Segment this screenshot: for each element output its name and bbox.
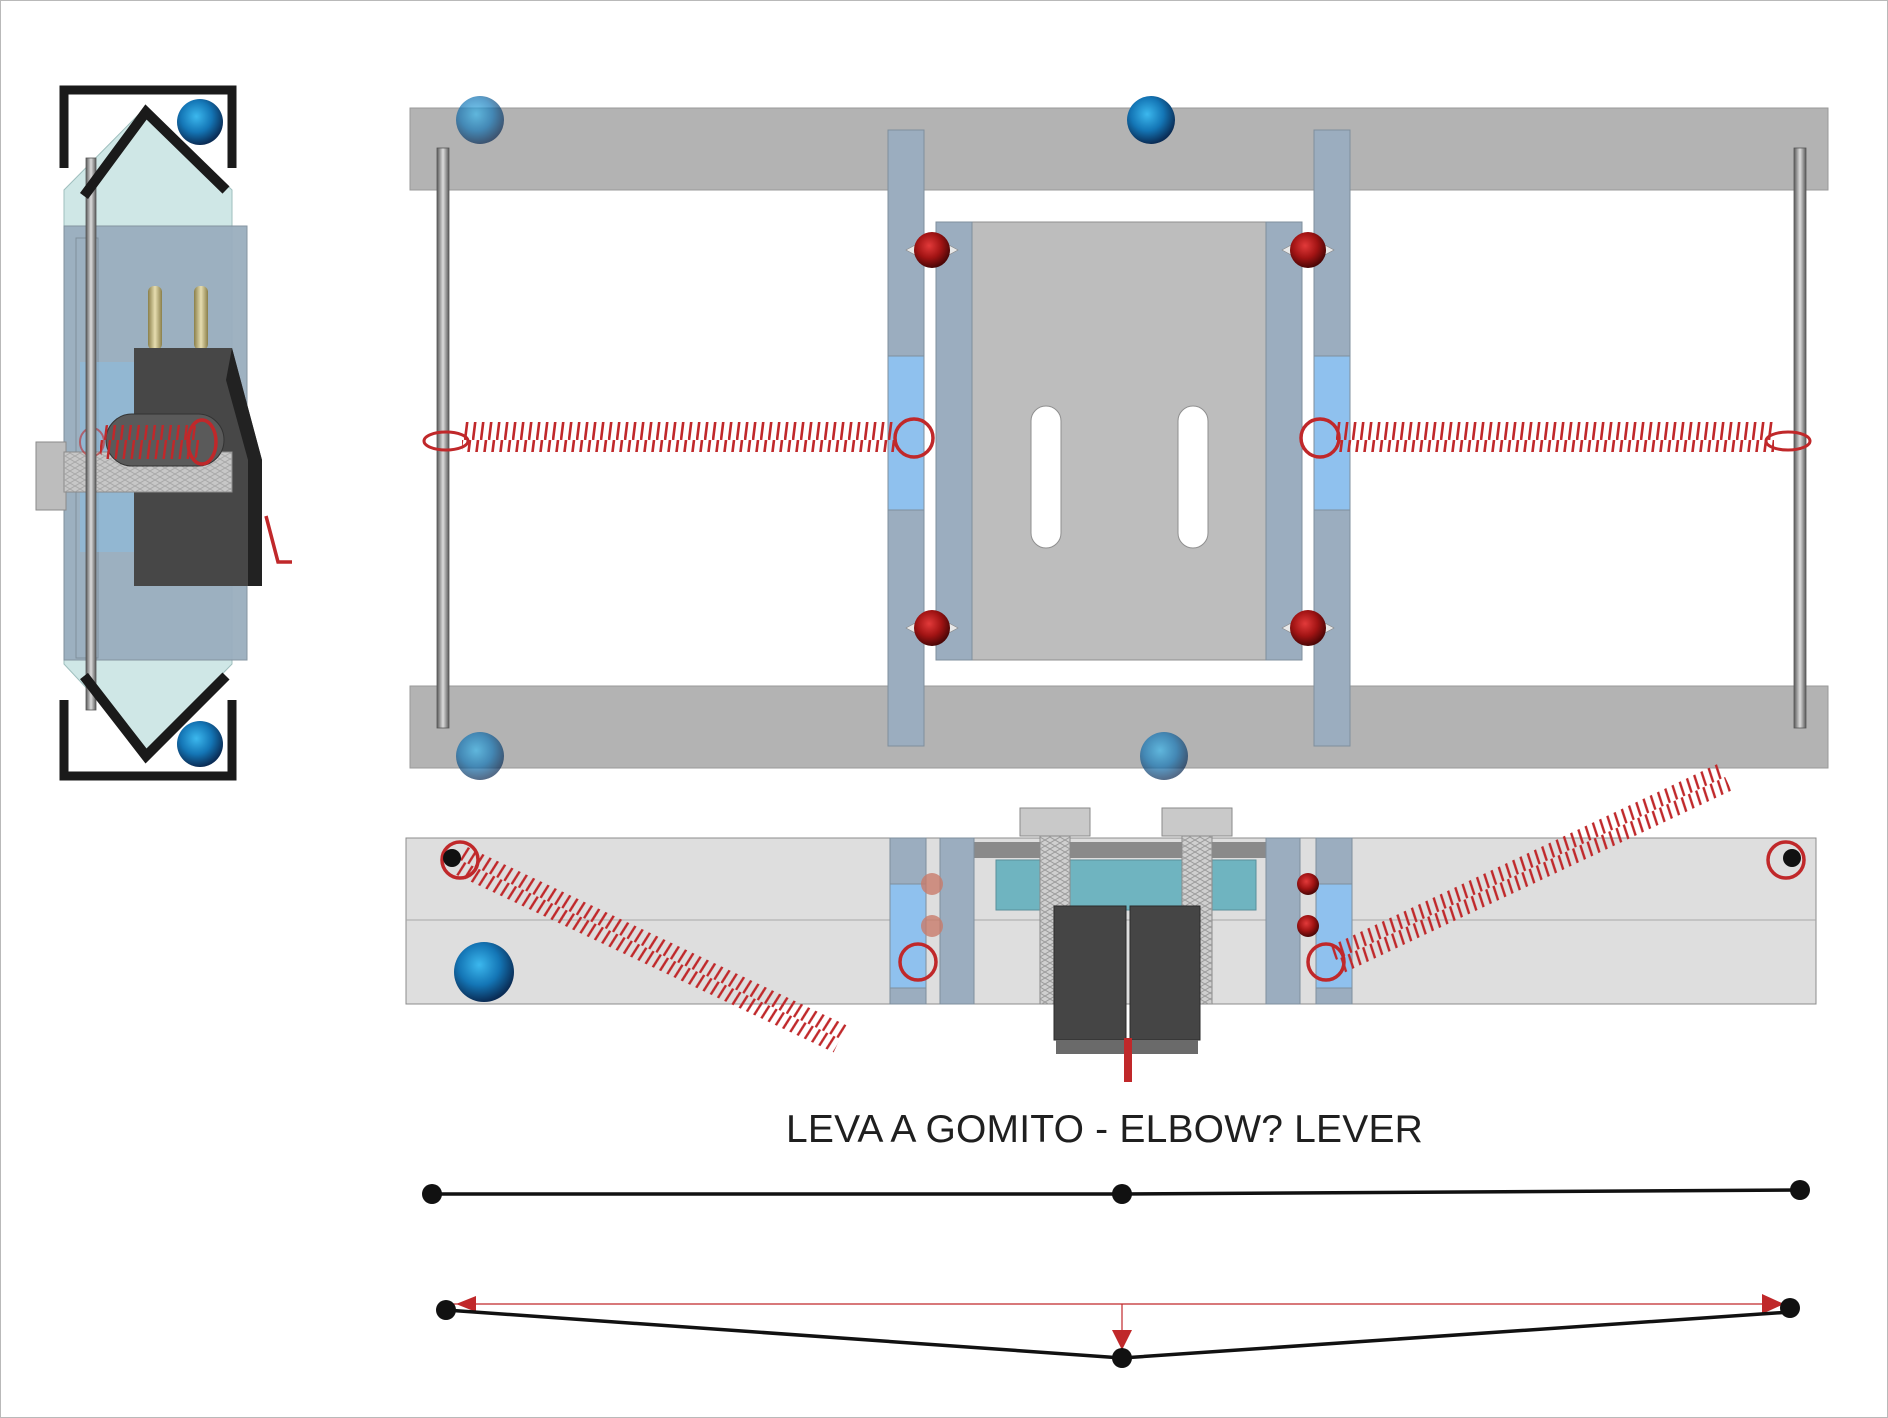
- spring-icon: [462, 422, 896, 452]
- spring-ring: [1306, 942, 1346, 982]
- clamp-block-right: [1129, 905, 1201, 1041]
- pivot-dot-icon: [436, 1300, 456, 1320]
- spring-icon: [453, 846, 847, 1053]
- clamp-lever: [1124, 1038, 1132, 1082]
- bracket-bottom: [59, 700, 237, 781]
- lever-line: [1121, 1188, 1801, 1196]
- screw-head: [35, 441, 67, 511]
- blue-ball-icon: [1127, 96, 1175, 144]
- side-spring-coil: [100, 425, 200, 459]
- end-rod-right: [1793, 147, 1807, 729]
- screw-icon: [1019, 807, 1091, 837]
- lever-bent: [436, 1294, 1800, 1368]
- side-view: [35, 85, 292, 781]
- red-ball-icon: [914, 232, 950, 268]
- side-rod: [85, 157, 97, 711]
- rail-bottom: [409, 685, 1829, 769]
- spring-ring: [440, 840, 480, 880]
- red-ball-icon: [921, 873, 943, 895]
- end-rod-left: [436, 147, 450, 729]
- center-plate: [935, 221, 1303, 661]
- bracket-top: [59, 85, 237, 168]
- arrow-left-icon: [456, 1296, 476, 1312]
- red-ball-icon: [1297, 915, 1319, 937]
- side-spring-end: [186, 418, 218, 466]
- plate-slot-left: [1030, 405, 1062, 549]
- pivot-dot-icon: [443, 849, 461, 867]
- red-ball-icon: [921, 915, 943, 937]
- lever-hook: [264, 515, 292, 564]
- front-post-right-slot: [1315, 883, 1353, 989]
- front-post-left-slot: [889, 883, 927, 989]
- blue-ball-icon: [454, 942, 514, 1002]
- spring-hook-left: [422, 430, 470, 452]
- spring-ring-right: [1299, 417, 1341, 459]
- red-ball-icon: [914, 610, 950, 646]
- spring-hook-right: [1764, 430, 1812, 452]
- red-ball-icon: [1297, 873, 1319, 895]
- plate-slot-right: [1177, 405, 1209, 549]
- pin-left: [148, 286, 162, 350]
- red-ball-icon: [1290, 232, 1326, 268]
- clamp-block-left: [1053, 905, 1127, 1041]
- spring-icon: [1336, 422, 1774, 452]
- spring-ring: [1766, 840, 1806, 880]
- chevron-top: [79, 104, 230, 199]
- plate-side-left: [935, 221, 973, 661]
- lever-straight: [422, 1180, 1810, 1204]
- blue-ball-icon: [1140, 732, 1188, 780]
- blue-ball-icon: [456, 732, 504, 780]
- front-post-right-inner: [1265, 837, 1301, 1005]
- front-teal-block: [995, 859, 1257, 911]
- spring-ring-left: [893, 417, 935, 459]
- front-post-left-inner: [939, 837, 975, 1005]
- dark-block-face: [226, 348, 262, 586]
- chevron-bottom: [80, 672, 230, 764]
- pivot-dot-icon: [1112, 1184, 1132, 1204]
- blue-ball-icon: [177, 721, 223, 767]
- front-view: [405, 763, 1817, 1082]
- diagram-caption: LEVA A GOMITO - ELBOW? LEVER: [786, 1108, 1424, 1151]
- spring-icon: [1329, 763, 1732, 974]
- arrow-down-icon: [1112, 1330, 1132, 1350]
- blue-ball-icon: [177, 99, 223, 145]
- front-plate-top: [974, 842, 1266, 858]
- pivot-dot-icon: [1780, 1298, 1800, 1318]
- pivot-dot-icon: [422, 1184, 442, 1204]
- rail-top: [409, 107, 1829, 191]
- pivot-dot-icon: [1112, 1348, 1132, 1368]
- top-view: [409, 96, 1829, 780]
- screw-icon: [1161, 807, 1233, 837]
- pin-right: [194, 286, 208, 350]
- pivot-dot-icon: [1783, 849, 1801, 867]
- plate-side-right: [1265, 221, 1303, 661]
- spring-ring: [898, 942, 938, 982]
- blue-ball-icon: [456, 96, 504, 144]
- arrow-right-icon: [1762, 1294, 1784, 1314]
- pivot-dot-icon: [1790, 1180, 1810, 1200]
- red-ball-icon: [1290, 610, 1326, 646]
